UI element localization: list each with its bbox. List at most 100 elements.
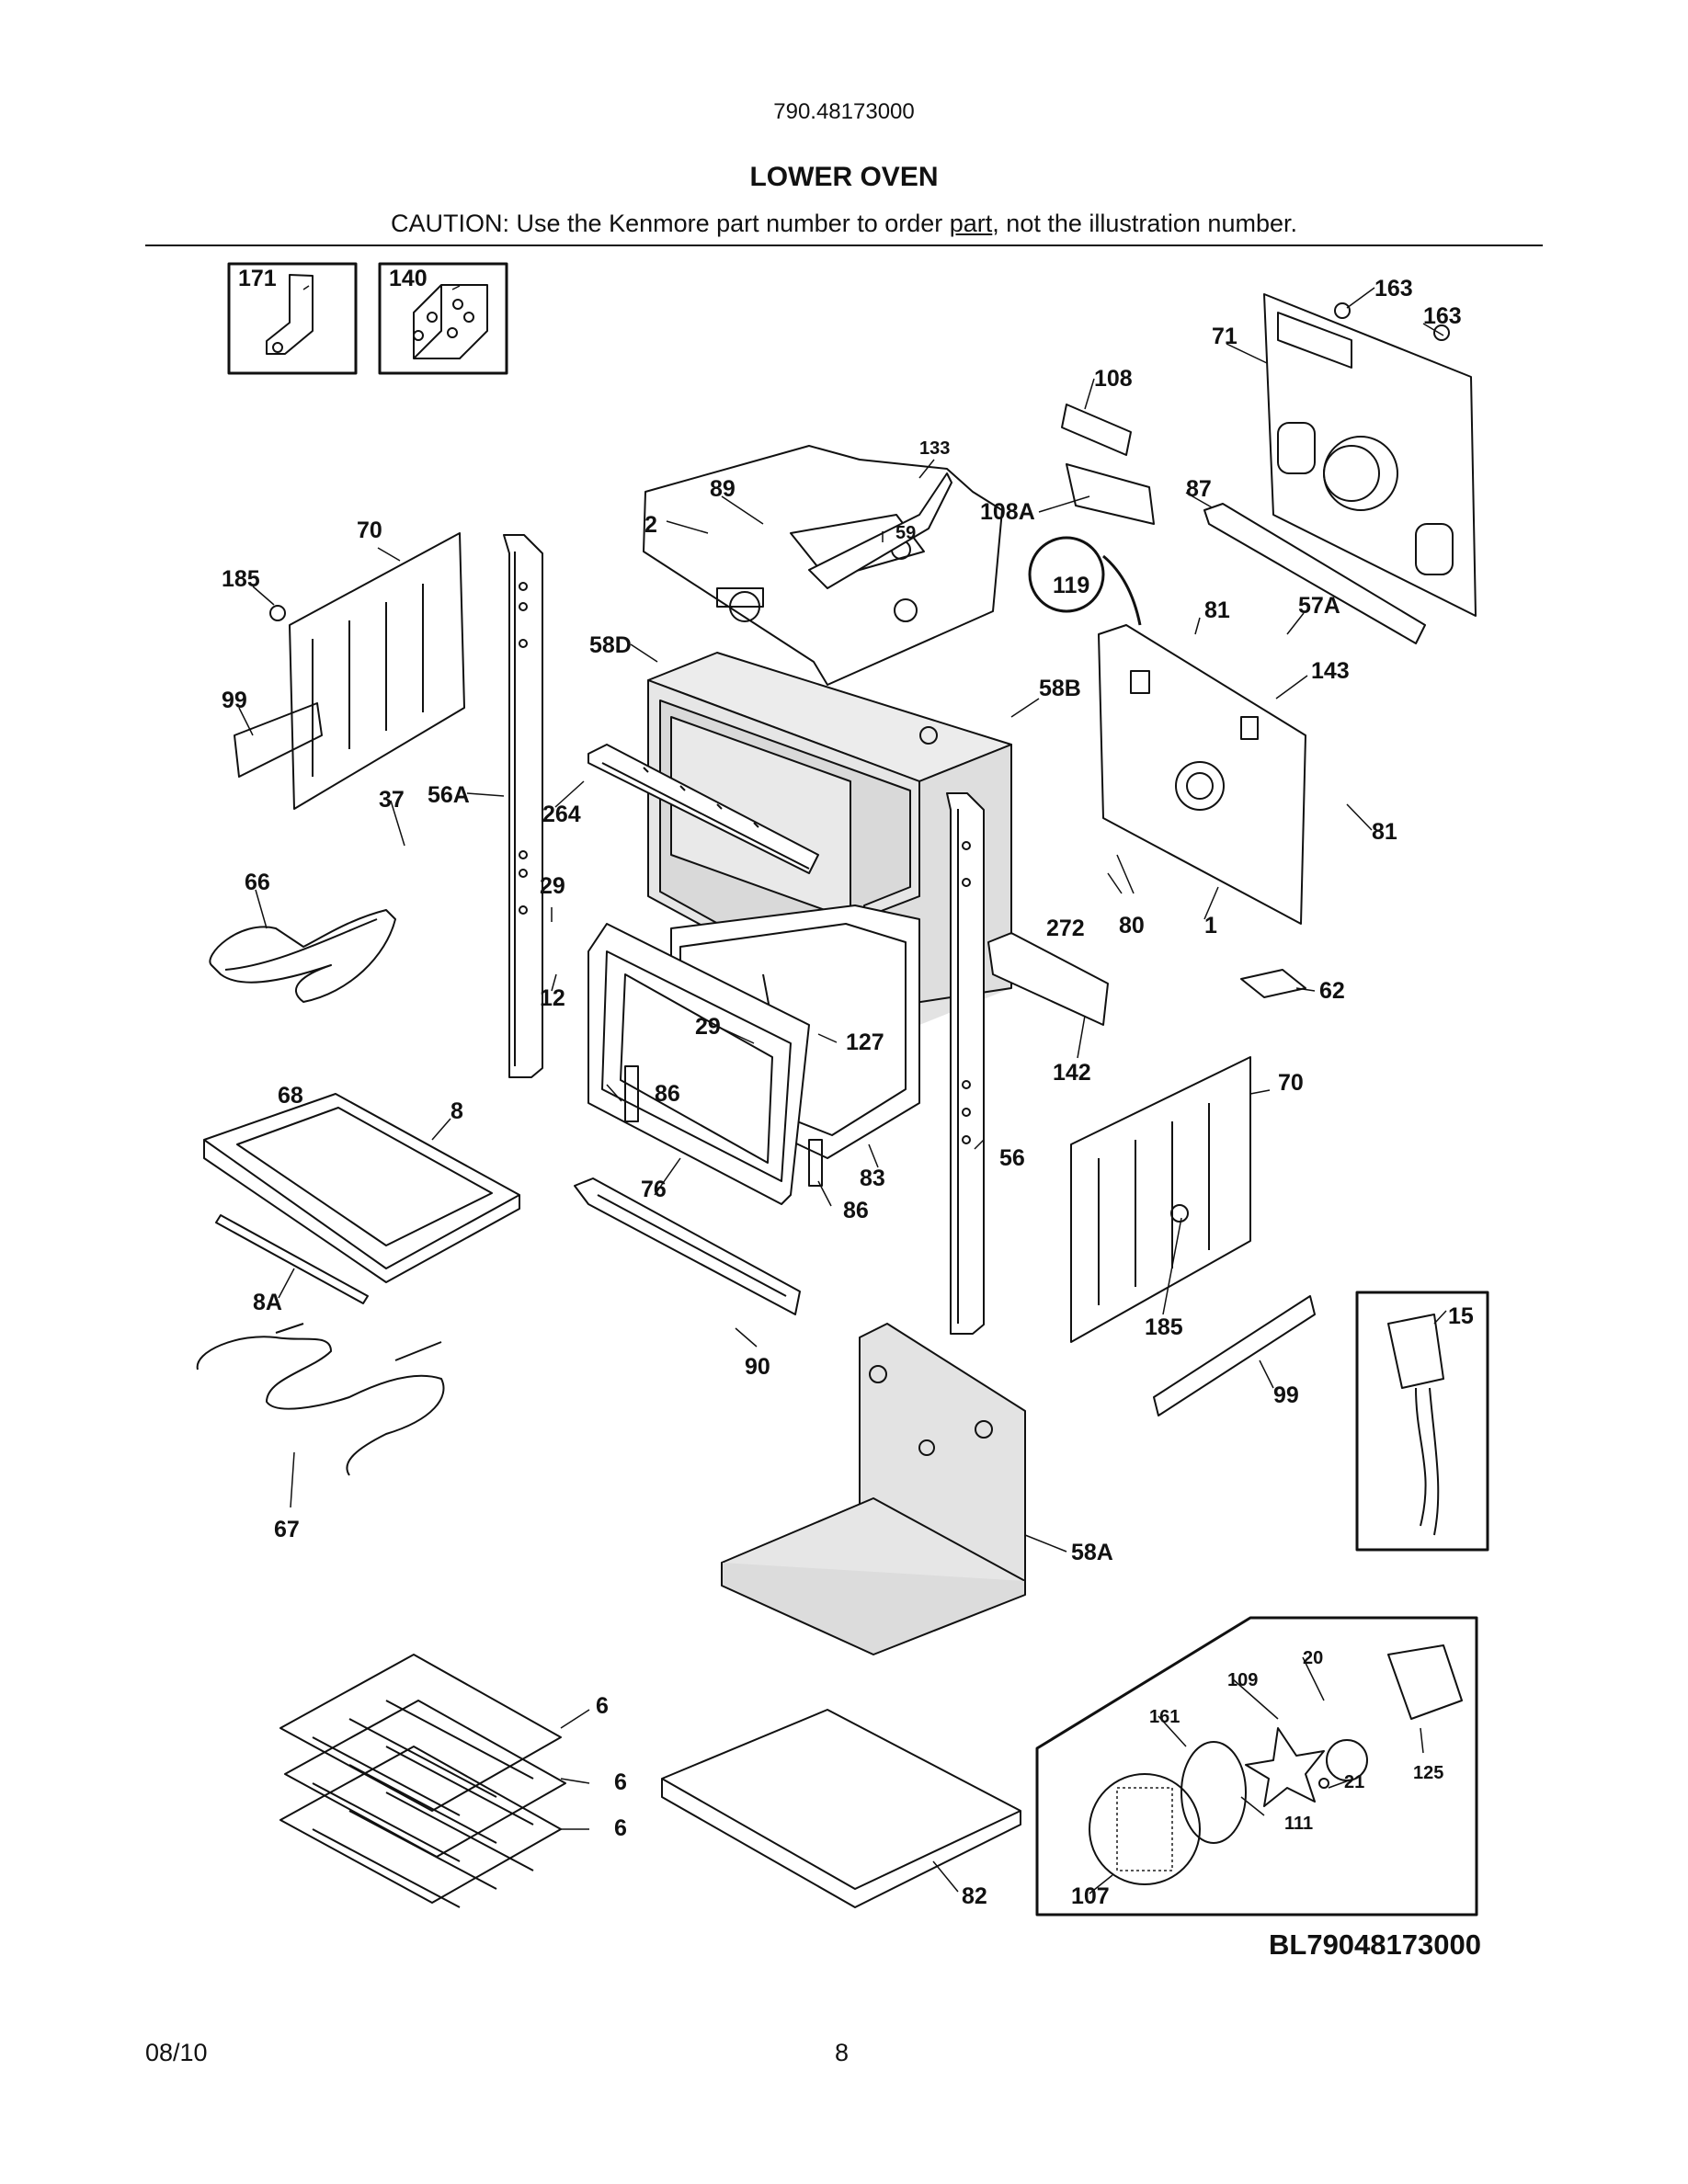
callout: 56 (999, 1145, 1025, 1171)
front-frame-76 (587, 923, 823, 1205)
callout: 6 (614, 1815, 627, 1841)
callout: 67 (274, 1517, 300, 1542)
callout: 66 (245, 870, 270, 895)
page-title: LOWER OVEN (749, 162, 939, 192)
convection-fan-inset (1035, 1616, 1478, 1917)
callout: 142 (1053, 1060, 1091, 1086)
callout: 71 (1212, 324, 1237, 349)
callout: 20 (1303, 1648, 1323, 1668)
callout: 82 (962, 1883, 987, 1909)
page-number: 8 (835, 2039, 850, 2066)
fan-motor-108 (1061, 404, 1155, 525)
model-number: 790.48173000 (773, 99, 915, 124)
callout: 163 (1374, 276, 1413, 301)
callout: 21 (1344, 1772, 1364, 1792)
bottom-trim-90 (574, 1177, 801, 1315)
callout: 109 (1227, 1670, 1258, 1690)
callout: 81 (1204, 597, 1230, 623)
caution-text-underlined: part (949, 210, 993, 237)
callout: 2 (644, 512, 657, 538)
callout: 68 (278, 1083, 303, 1109)
callout: 108A (980, 499, 1035, 525)
callout: 76 (641, 1177, 667, 1202)
vent-264 (587, 744, 819, 874)
callout: 90 (745, 1354, 770, 1380)
panel-142 (987, 932, 1109, 1026)
callout: 6 (614, 1769, 627, 1795)
callout: 12 (540, 985, 565, 1011)
callout: 89 (710, 476, 736, 502)
callout: 59 (895, 523, 916, 543)
callout: 80 (1119, 913, 1145, 938)
callout: 86 (843, 1198, 869, 1223)
bracket-99-right (1153, 1295, 1316, 1416)
leader-lines (238, 285, 1447, 1894)
back-panel-71 (1263, 293, 1477, 617)
side-rails (503, 534, 985, 1335)
callout: 8A (253, 1290, 282, 1315)
oven-racks-6 (279, 1654, 566, 1908)
broil-element-67 (196, 1323, 445, 1476)
callout: 15 (1448, 1303, 1474, 1329)
caution-text-prefix: CAUTION: Use the Kenmore part number to … (391, 210, 950, 237)
caution-note: CAUTION: Use the Kenmore part number to … (0, 210, 1688, 238)
callout: 37 (379, 787, 405, 813)
callout: 86 (655, 1081, 680, 1107)
callout: 140 (389, 266, 428, 291)
side-panel-70-right (1070, 1056, 1251, 1343)
callout: 185 (222, 566, 260, 592)
footer-date: 08/10 (145, 2039, 208, 2066)
callout: 29 (540, 873, 565, 899)
bake-element-66 (209, 909, 396, 1003)
panel-58A (721, 1323, 1026, 1655)
side-panel-70-left (234, 532, 465, 810)
callout: 107 (1071, 1883, 1110, 1909)
callout: 81 (1372, 819, 1397, 845)
caution-text-suffix: , not the illustration number. (992, 210, 1297, 237)
callout: 163 (1423, 303, 1462, 329)
callout: 125 (1413, 1763, 1443, 1783)
callout: 185 (1145, 1314, 1183, 1340)
callout: 58A (1071, 1540, 1113, 1565)
callout: 62 (1319, 978, 1345, 1004)
duct-133 (808, 472, 952, 589)
callout: 83 (860, 1166, 885, 1191)
callout: 1 (1204, 913, 1217, 938)
detail-circle-119 (1028, 536, 1142, 626)
header-rule (145, 245, 1543, 246)
callout: 99 (1273, 1382, 1299, 1408)
callout: 8 (451, 1098, 463, 1124)
inset-140 (378, 262, 508, 375)
callout: 111 (1284, 1814, 1313, 1834)
bracket-87 (1203, 503, 1426, 644)
callout: 161 (1149, 1707, 1180, 1727)
inset-171 (227, 262, 358, 375)
callout: 127 (846, 1029, 884, 1055)
callout: 171 (238, 266, 277, 291)
rear-frame-1 (1098, 624, 1306, 925)
drawing-code: BL79048173000 (1269, 1928, 1481, 1961)
callout: 119 (1053, 573, 1089, 598)
callout: 29 (695, 1014, 721, 1040)
callout: 58B (1039, 676, 1081, 701)
callout: 272 (1046, 916, 1085, 941)
broil-pan-8 (203, 1093, 520, 1283)
callout: 56A (428, 782, 470, 808)
callout: 70 (1278, 1070, 1304, 1096)
callout: 143 (1311, 658, 1350, 684)
callout: 87 (1186, 476, 1212, 502)
callout: 58D (589, 632, 632, 658)
callout: 70 (357, 518, 382, 543)
callout: 6 (596, 1693, 609, 1719)
strip-8A (215, 1214, 369, 1304)
callout: 108 (1094, 366, 1133, 392)
oven-cavity (647, 652, 1012, 1159)
bracket-62 (1240, 969, 1306, 998)
callout: 133 (919, 438, 950, 459)
callout-labels: 171 140 163 163 71 108 133 89 2 59 108A … (222, 266, 1474, 1909)
callout: 264 (542, 802, 581, 827)
inset-15 (1355, 1291, 1489, 1552)
callout: 57A (1298, 593, 1340, 619)
callout: 99 (222, 688, 247, 713)
